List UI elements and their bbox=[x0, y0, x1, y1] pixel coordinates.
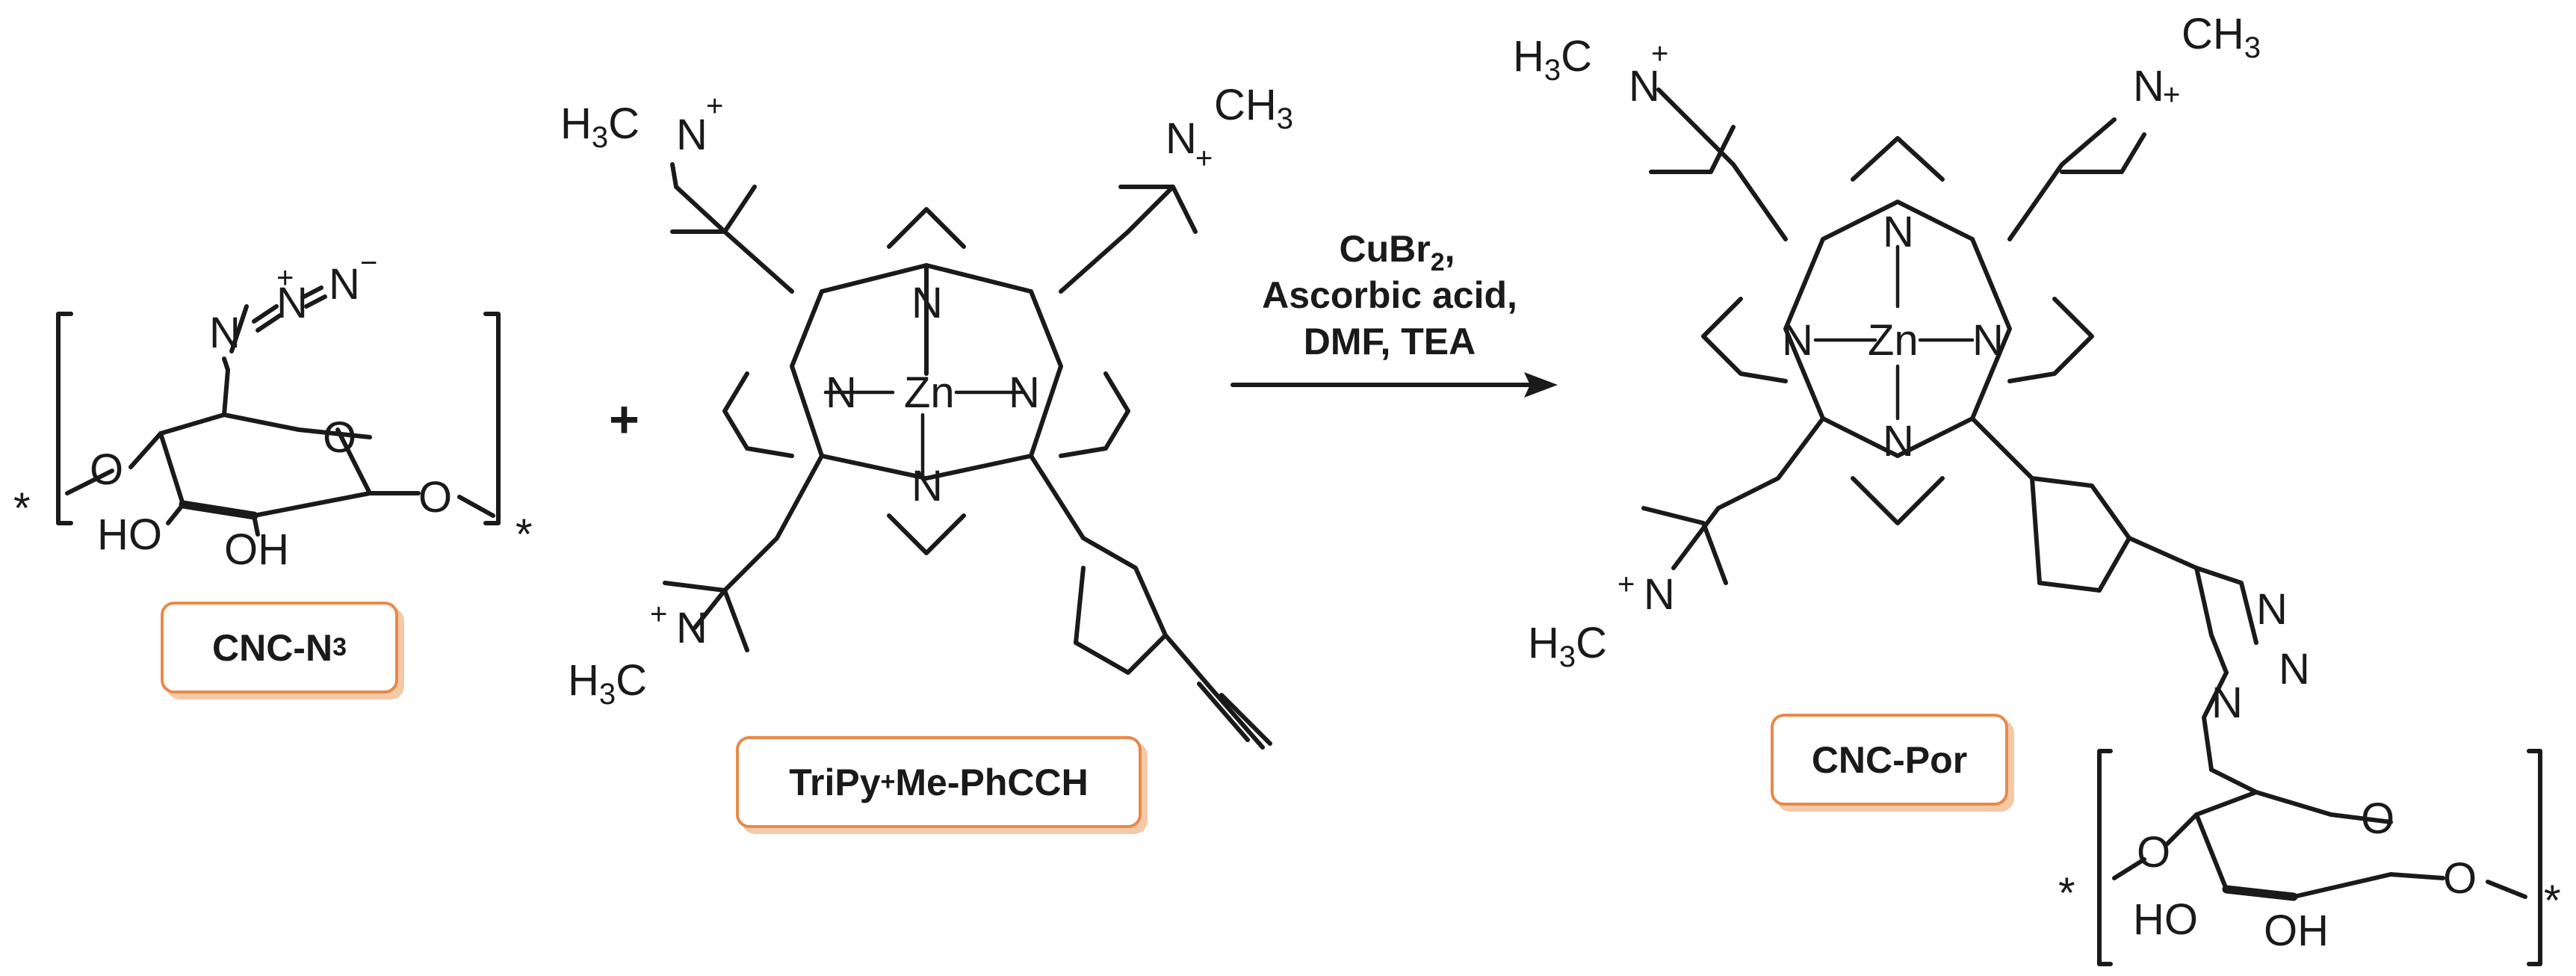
charge-plus: + bbox=[650, 598, 667, 631]
charge-plus: + bbox=[1195, 142, 1213, 175]
charge-plus: + bbox=[1617, 568, 1635, 601]
methyl-ch3: CH3 bbox=[1214, 81, 1293, 135]
reagent-cubr2: CuBr2, bbox=[1339, 228, 1455, 277]
polymer-end-star: * bbox=[515, 510, 533, 559]
atom-n: N bbox=[276, 279, 308, 327]
atom-n: N bbox=[1629, 62, 1660, 111]
cnc-por-structure: N Zn N N N N + H3C N + CH3 N + H3C N N N bbox=[1513, 10, 2561, 966]
porphyrin-reactant-structure: N Zn N N N N + H3C N + CH3 N + H3C bbox=[560, 81, 1293, 750]
label-text: TriPy bbox=[789, 761, 881, 803]
charge-plus: + bbox=[1651, 37, 1668, 70]
reagent-ascorbic-acid: Ascorbic acid, bbox=[1262, 274, 1517, 316]
atom-oh: OH bbox=[2264, 906, 2329, 955]
atom-n: N bbox=[1972, 316, 2004, 365]
methyl-ch3: CH3 bbox=[2182, 10, 2261, 64]
plus-sign: + bbox=[609, 390, 640, 448]
atom-n: N bbox=[826, 368, 857, 417]
atom-oh: OH bbox=[224, 525, 289, 574]
label-superscript: + bbox=[880, 767, 896, 796]
atom-n: N bbox=[1883, 417, 1914, 466]
reagent-dmf-tea: DMF, TEA bbox=[1304, 321, 1476, 362]
polymer-end-star: * bbox=[2544, 877, 2561, 925]
methyl-h3c: H3C bbox=[568, 656, 647, 711]
zinc-atom: Zn bbox=[1868, 316, 1919, 365]
atom-o: O bbox=[418, 473, 452, 522]
atom-n: N bbox=[1009, 368, 1040, 417]
atom-n: N bbox=[676, 111, 708, 159]
atom-n: N bbox=[1883, 208, 1914, 256]
charge-minus: − bbox=[360, 247, 377, 279]
reaction-arrow bbox=[1230, 372, 1558, 398]
charge-plus: + bbox=[276, 262, 294, 294]
atom-ho: HO bbox=[2133, 895, 2198, 944]
label-cnc-por: CNC-Por bbox=[1771, 714, 2008, 806]
atom-n: N bbox=[676, 604, 708, 652]
methyl-h3c: H3C bbox=[560, 99, 640, 154]
charge-plus: + bbox=[706, 90, 723, 123]
atom-o: O bbox=[2443, 854, 2477, 903]
label-tripy-me-phcch: TriPy+Me-PhCCH bbox=[736, 736, 1142, 828]
ring-oxygen: O bbox=[2361, 794, 2394, 843]
cnc-n3-structure: N N + N − O O O HO OH * * bbox=[13, 247, 533, 574]
methyl-h3c: H3C bbox=[1513, 32, 1592, 87]
zinc-atom: Zn bbox=[904, 368, 955, 417]
atom-n: N bbox=[911, 462, 943, 510]
atom-n: N bbox=[2279, 645, 2310, 694]
label-text: CNC-Por bbox=[1811, 738, 1968, 781]
atom-n: N bbox=[329, 260, 360, 309]
label-text: Me-PhCCH bbox=[895, 761, 1089, 803]
atom-n: N bbox=[1782, 316, 1813, 365]
atom-n: N bbox=[209, 309, 241, 357]
methyl-h3c: H3C bbox=[1528, 619, 1607, 673]
atom-o: O bbox=[2137, 828, 2170, 877]
polymer-end-star: * bbox=[13, 484, 31, 533]
atom-n: N bbox=[1644, 570, 1675, 619]
label-text: CNC-N bbox=[211, 626, 333, 669]
atom-n: N bbox=[2256, 585, 2288, 634]
atom-o: O bbox=[90, 445, 123, 494]
polymer-end-star: * bbox=[2058, 869, 2075, 918]
atom-n: N bbox=[2133, 62, 2164, 111]
atom-n: N bbox=[2211, 679, 2243, 727]
atom-n: N bbox=[911, 279, 943, 327]
atom-n: N bbox=[1165, 114, 1197, 163]
atom-ho: HO bbox=[97, 510, 162, 559]
ring-oxygen: O bbox=[323, 413, 356, 462]
charge-plus: + bbox=[2163, 78, 2180, 111]
label-subscript: 3 bbox=[332, 633, 347, 661]
